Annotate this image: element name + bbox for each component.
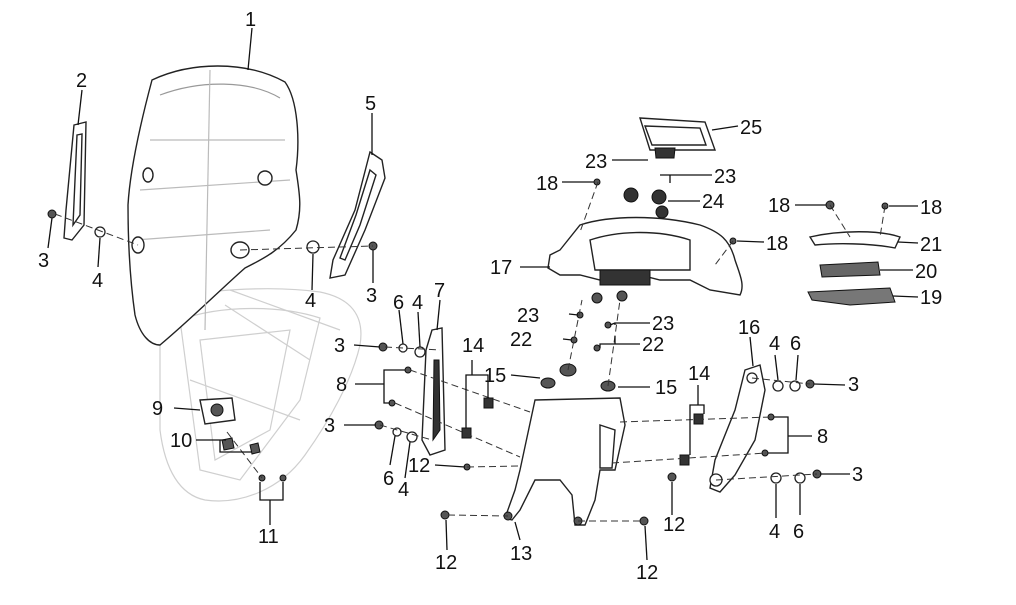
label-4: 4: [769, 333, 780, 355]
label-18: 18: [920, 197, 942, 219]
label-18: 18: [766, 233, 788, 255]
label-25: 25: [740, 117, 762, 139]
label-3: 3: [38, 250, 49, 272]
label-4: 4: [769, 521, 780, 543]
label-8: 8: [817, 426, 828, 448]
label-3: 3: [848, 374, 859, 396]
label-9: 9: [152, 398, 163, 420]
label-4: 4: [398, 479, 409, 501]
label-6: 6: [393, 292, 404, 314]
label-1: 1: [245, 9, 256, 31]
switch-part-9: [199, 397, 261, 455]
label-23: 23: [585, 151, 607, 173]
label-4: 4: [412, 292, 423, 314]
label-15: 15: [484, 365, 506, 387]
dampers-part-24: [623, 187, 669, 219]
assembly-lines: [54, 181, 886, 522]
label-12: 12: [636, 562, 658, 584]
lower-bracket-part-13: [503, 397, 626, 526]
side-plate-part-7: [421, 327, 446, 456]
label-14: 14: [688, 363, 710, 385]
label-6: 6: [383, 468, 394, 490]
label-4: 4: [305, 290, 316, 312]
ghost-fairing: [159, 288, 362, 502]
label-23: 23: [652, 313, 674, 335]
label-3: 3: [324, 415, 335, 437]
label-11: 11: [258, 526, 279, 548]
label-18: 18: [536, 173, 558, 195]
label-21: 21: [920, 234, 942, 256]
label-12: 12: [663, 514, 685, 536]
label-23: 23: [714, 166, 736, 188]
label-17: 17: [490, 257, 512, 279]
label-8: 8: [336, 374, 347, 396]
right-plate-part-16: [709, 364, 766, 493]
label-13: 13: [510, 543, 532, 565]
part-number-labels: 1 2 3 3 3 3 3 3 4 4 4 4 4 4 5 6 6 6 6 7 …: [38, 9, 942, 584]
washers-part-15: [540, 363, 616, 392]
meter-housing-part-17: [547, 216, 743, 304]
windscreen-part-1: [127, 65, 301, 346]
label-5: 5: [365, 93, 376, 115]
label-3: 3: [852, 464, 863, 486]
leader-lines: [47, 27, 919, 561]
panel-part-20: [819, 261, 881, 278]
label-3: 3: [334, 335, 345, 357]
base-part-19: [807, 287, 896, 306]
label-6: 6: [790, 333, 801, 355]
label-12: 12: [435, 552, 457, 574]
label-24: 24: [702, 191, 724, 213]
right-bracket-part-5: [329, 150, 386, 279]
label-19: 19: [920, 287, 942, 309]
label-23: 23: [517, 305, 539, 327]
cover-part-21: [808, 231, 901, 249]
label-12: 12: [408, 455, 430, 477]
label-4: 4: [92, 270, 103, 292]
label-16: 16: [738, 317, 760, 339]
label-6: 6: [793, 521, 804, 543]
label-3: 3: [366, 285, 377, 307]
label-18: 18: [768, 195, 790, 217]
label-2: 2: [76, 70, 87, 92]
label-22: 22: [642, 334, 664, 356]
display-part-25: [639, 117, 716, 159]
label-20: 20: [915, 261, 937, 283]
label-7: 7: [434, 280, 445, 302]
label-10: 10: [170, 430, 192, 452]
label-14: 14: [462, 335, 484, 357]
label-15: 15: [655, 377, 677, 399]
left-bracket-part-2: [63, 121, 87, 241]
label-22: 22: [510, 329, 532, 351]
